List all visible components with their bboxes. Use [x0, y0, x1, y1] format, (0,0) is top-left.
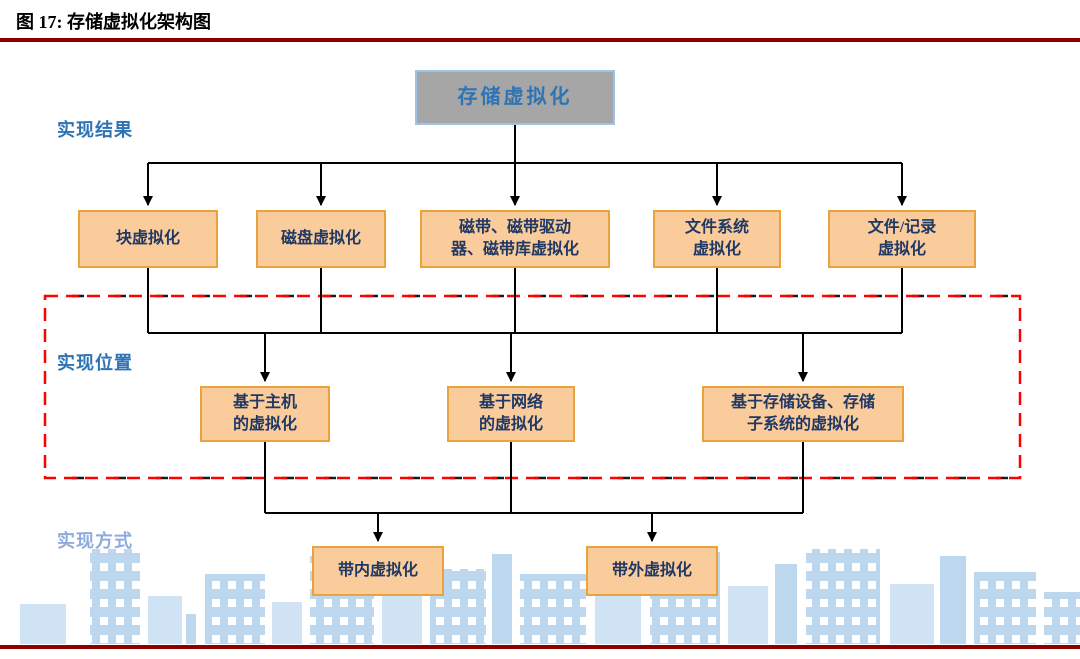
node-block-virtualization: 块虚拟化 [78, 210, 218, 268]
bottom-rule [0, 645, 1080, 649]
node-label: 基于网络 的虚拟化 [478, 394, 543, 433]
node-file-system-virtualization: 文件系统 虚拟化 [653, 210, 781, 268]
figure-title: 图 17: 存储虚拟化架构图 [16, 12, 211, 32]
stage-label-results: 实现结果 [57, 120, 133, 140]
stage-label-method: 实现方式 [57, 531, 133, 551]
node-label: 文件系统 虚拟化 [684, 219, 749, 258]
node-label: 存储虚拟化 [457, 86, 573, 108]
node-network-based-virtualization: 基于网络 的虚拟化 [447, 386, 575, 442]
node-label: 基于存储设备、存储 子系统的虚拟化 [730, 394, 875, 433]
node-label: 块虚拟化 [115, 230, 180, 248]
top-rule [0, 38, 1080, 42]
node-disk-virtualization: 磁盘虚拟化 [256, 210, 386, 268]
node-label: 带外虚拟化 [611, 562, 692, 580]
node-label: 磁带、磁带驱动 器、磁带库虚拟化 [450, 219, 579, 258]
node-label: 文件/记录 虚拟化 [867, 219, 937, 258]
node-in-band-virtualization: 带内虚拟化 [312, 546, 444, 596]
node-storage-virtualization: 存储虚拟化 [415, 70, 615, 125]
node-storage-device-based-virtualization: 基于存储设备、存储 子系统的虚拟化 [702, 386, 904, 442]
node-tape-virtualization: 磁带、磁带驱动 器、磁带库虚拟化 [420, 210, 610, 268]
node-host-based-virtualization: 基于主机 的虚拟化 [200, 386, 330, 442]
node-label: 基于主机 的虚拟化 [232, 394, 297, 433]
node-label: 磁盘虚拟化 [280, 230, 361, 248]
node-label: 带内虚拟化 [337, 562, 418, 580]
node-file-record-virtualization: 文件/记录 虚拟化 [828, 210, 976, 268]
stage-label-location: 实现位置 [57, 353, 133, 373]
node-out-of-band-virtualization: 带外虚拟化 [586, 546, 718, 596]
